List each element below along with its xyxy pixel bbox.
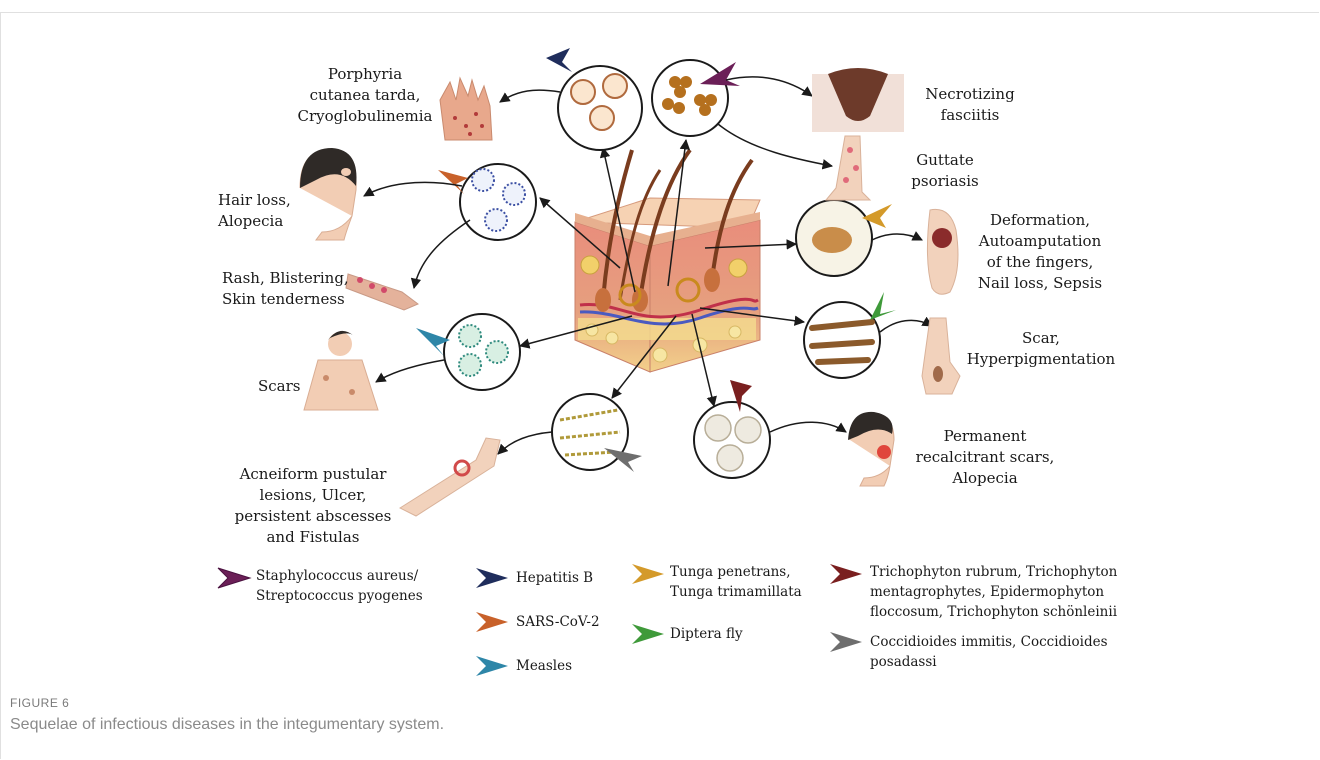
hand-illustration <box>440 78 492 140</box>
trichophyton-legend-glyph <box>830 564 862 584</box>
legend-measles: Measles <box>516 656 626 676</box>
measles-legend-glyph <box>476 656 508 676</box>
arm-ulcer-illustration <box>400 438 500 516</box>
staphylococcus-legend-glyph <box>218 568 250 588</box>
legend-diptera: Diptera fly <box>670 624 820 644</box>
head-scars-illustration <box>848 412 894 486</box>
foot-illustration <box>927 209 958 294</box>
hepatitis-b-legend-glyph <box>476 568 508 588</box>
coccidioides-circle <box>552 394 642 472</box>
legend-tunga: Tunga penetrans, Tunga trimamillata <box>670 562 820 602</box>
label-deformation: Deformation, Autoamputation of the finge… <box>975 210 1105 294</box>
hepatitis-b-circle <box>546 48 642 150</box>
staphylococcus-circle <box>652 60 740 136</box>
figure-number: FIGURE 6 <box>10 696 69 710</box>
skin-cross-section <box>575 150 760 372</box>
legend-sars-cov-2: SARS-CoV-2 <box>516 612 626 632</box>
label-necrotizing-fasciitis: Necrotizing fasciitis <box>920 84 1020 126</box>
diptera-legend-glyph <box>632 624 664 644</box>
legend-hepatitis-b: Hepatitis B <box>516 568 626 588</box>
legend-staphylococcus: Staphylococcus aureus/ Streptococcus pyo… <box>256 566 456 606</box>
label-permanent-scars: Permanent recalcitrant scars, Alopecia <box>910 426 1060 489</box>
sars-cov-2-legend-glyph <box>476 612 508 632</box>
necrotizing-fasciitis-illustration <box>812 68 904 132</box>
measles-circle <box>416 314 520 390</box>
label-acneiform: Acneiform pustular lesions, Ulcer, persi… <box>228 464 398 548</box>
label-guttate-psoriasis: Guttate psoriasis <box>900 150 990 192</box>
foot-scar-illustration <box>922 318 960 394</box>
label-rash: Rash, Blistering, Skin tenderness <box>222 268 372 310</box>
leg-illustration <box>826 136 870 200</box>
label-porphyria: Porphyria cutanea tarda, Cryoglobulinemi… <box>290 64 440 127</box>
label-hair-loss: Hair loss, Alopecia <box>218 190 318 232</box>
legend-trichophyton: Trichophyton rubrum, Trichophyton mentag… <box>870 562 1160 622</box>
torso-scars-illustration <box>304 331 378 410</box>
tunga-legend-glyph <box>632 564 664 584</box>
label-scars: Scars <box>258 376 318 397</box>
figure-caption: Sequelae of infectious diseases in the i… <box>10 716 444 734</box>
legend-coccidioides: Coccidioides immitis, Coccidioides posad… <box>870 632 1160 672</box>
label-scar-hyperpigmentation: Scar, Hyperpigmentation <box>962 328 1120 370</box>
trichophyton-circle <box>694 380 770 478</box>
coccidioides-legend-glyph <box>830 632 862 652</box>
diptera-circle <box>804 292 896 378</box>
sars-cov-2-circle <box>438 164 536 240</box>
